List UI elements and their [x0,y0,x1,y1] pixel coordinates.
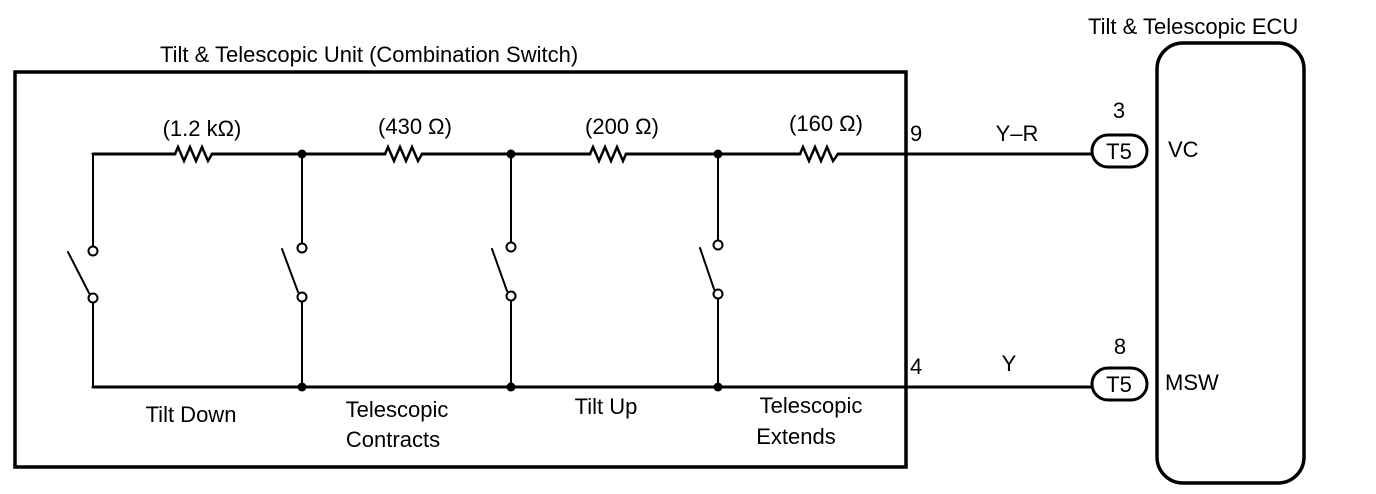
unit-pin-bottom: 4 [910,354,922,379]
switch-contact [296,291,308,303]
resistor-1 [173,143,214,165]
resistor-4 [798,143,840,165]
junction-node [506,382,516,392]
connector-top-label: T5 [1106,139,1132,164]
switch-4-label: Telescopic [760,393,863,418]
wire-color-bottom: Y [1002,351,1017,376]
junction-node [297,149,307,159]
junction-node [297,382,307,392]
switch-contact [505,290,517,302]
switch-contact [296,242,308,254]
resistor-3-label: (200 Ω) [585,114,659,139]
wire-color-top: Y–R [996,121,1039,146]
resistor-3 [588,143,628,165]
connector-top [1090,133,1149,169]
ecu-pin-top: 3 [1113,98,1125,123]
switch-3-label: Tilt Up [575,394,638,419]
ecu-title: Tilt & Telescopic ECU [1088,14,1298,39]
unit-title: Tilt & Telescopic Unit (Combination Swit… [160,42,578,67]
unit-box [13,70,908,469]
ecu-box [1155,41,1306,485]
signal-top: VC [1168,137,1199,162]
resistor-2 [383,143,424,165]
switch-blade-2 [281,248,299,293]
switch-4-label-line2: Extends [756,424,836,449]
switch-2-label: Telescopic [346,397,449,422]
unit-pin-top: 9 [910,121,922,146]
connector-bottom-label: T5 [1106,372,1132,397]
ecu-pin-bottom: 8 [1114,334,1126,359]
switch-blade-4 [699,247,715,290]
resistor-1-label: (1.2 kΩ) [163,116,242,141]
switch-blade-3 [491,248,508,292]
resistor-4-label: (160 Ω) [789,111,863,136]
resistor-2-label: (430 Ω) [378,114,452,139]
switch-contact [712,288,724,300]
signal-bottom: MSW [1165,370,1219,395]
connector-bottom [1090,366,1149,402]
junction-node [713,149,723,159]
switch-blade-1 [67,251,90,294]
junction-node [713,382,723,392]
switch-contact [712,239,724,251]
switch-contact [505,241,517,253]
junction-node [506,149,516,159]
switch-1-label: Tilt Down [146,402,237,427]
switch-contact [87,292,99,304]
switch-contact [87,245,99,257]
switch-2-label-line2: Contracts [346,427,440,452]
